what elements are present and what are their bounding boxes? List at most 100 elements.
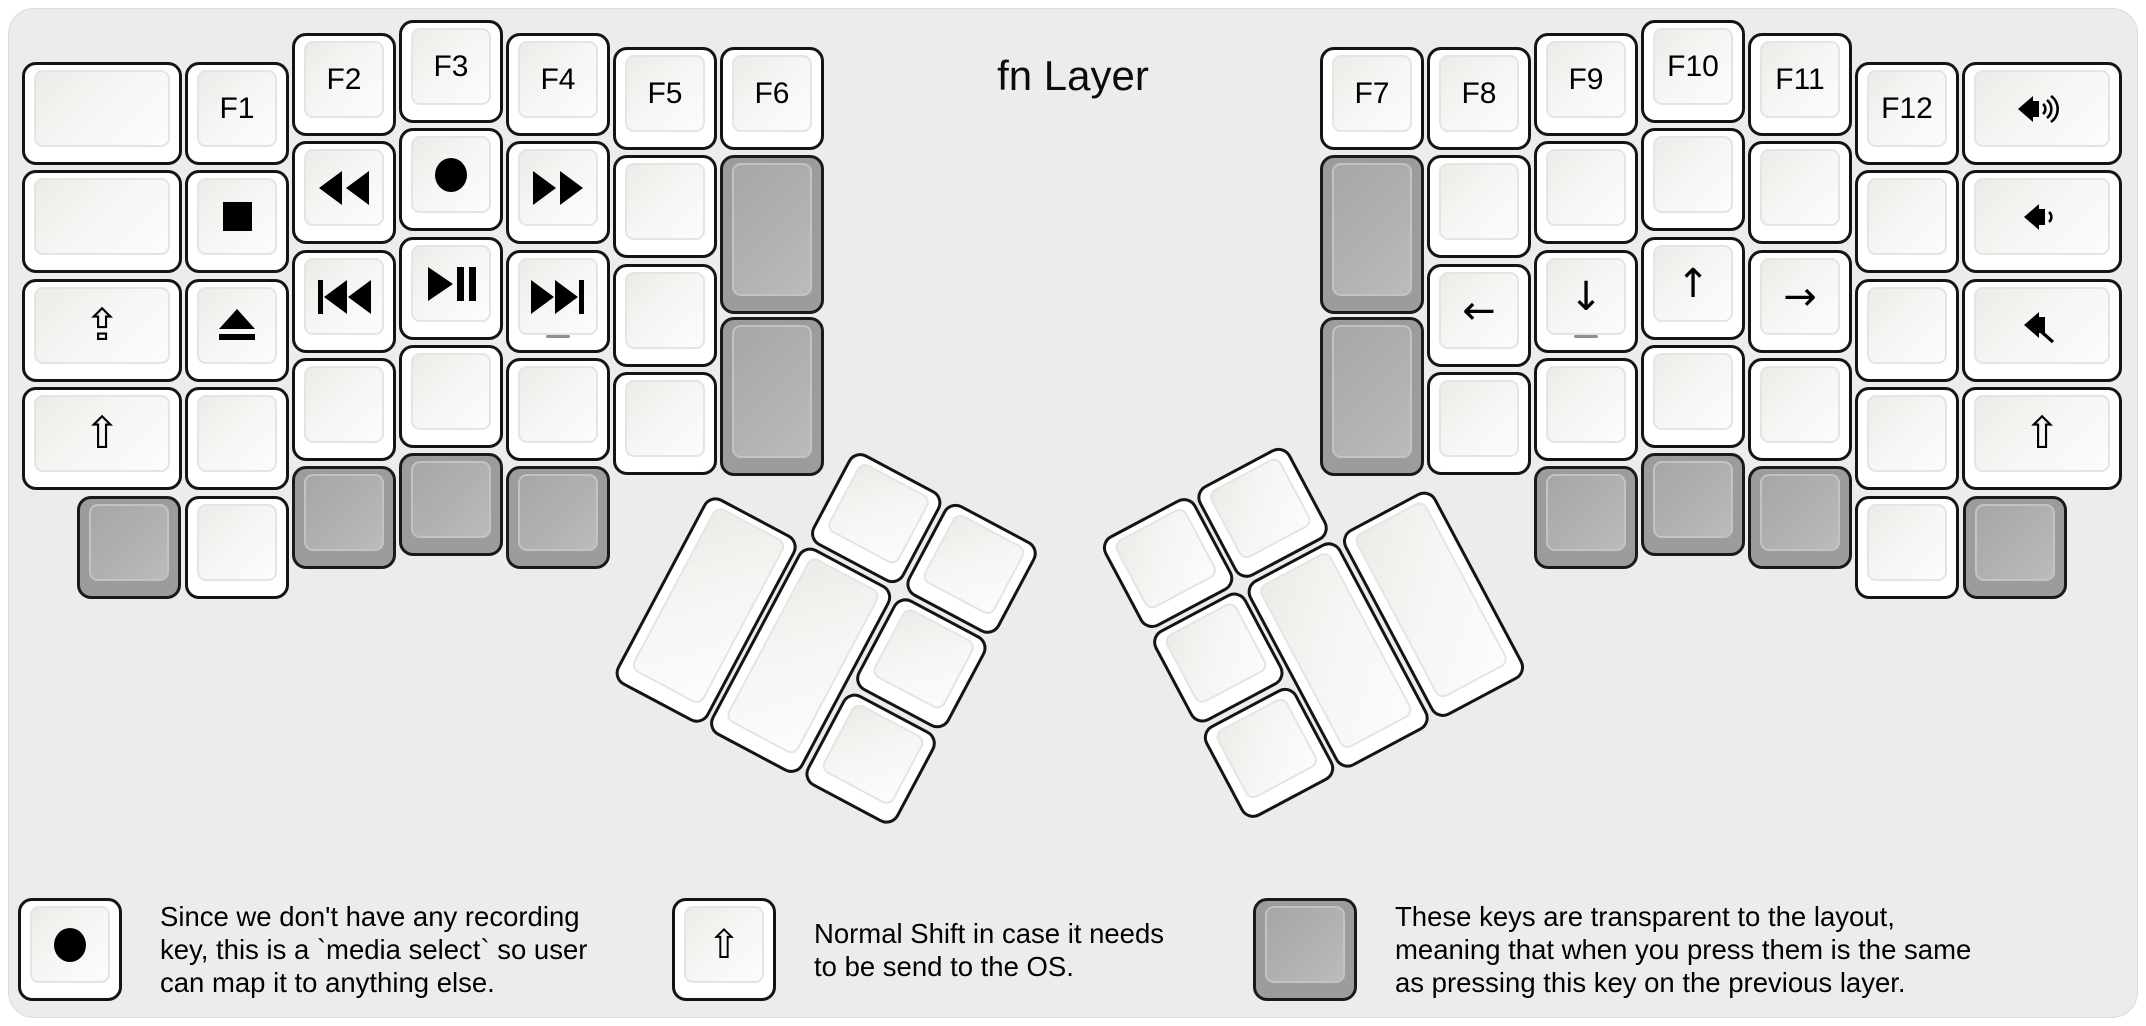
- key-f1[interactable]: F1: [185, 62, 289, 165]
- legend-shift-key-label: ⇧: [707, 921, 741, 968]
- key-transparent-r11-bottom[interactable]: [1748, 466, 1852, 569]
- key-blank-r12-r3-top: [1867, 395, 1947, 472]
- key-transparent-l2-bottom[interactable]: [292, 466, 396, 569]
- key-f7[interactable]: F7: [1320, 47, 1424, 150]
- key-shift-left-top: ⇧: [34, 395, 170, 472]
- key-blank-r10-r1[interactable]: [1641, 128, 1745, 231]
- key-mute[interactable]: [1962, 279, 2122, 382]
- key-blank-l4-r3[interactable]: [506, 358, 610, 461]
- layer-title: fn Layer: [997, 52, 1149, 99]
- key-transparent-l4-bottom[interactable]: [506, 466, 610, 569]
- key-shift-right[interactable]: ⇧: [1962, 387, 2122, 490]
- key-f2[interactable]: F2: [292, 33, 396, 136]
- key-blank-r12-r2-top: [1867, 287, 1947, 364]
- key-blank-l1-r3[interactable]: [185, 387, 289, 490]
- key-transparent-right-bottom[interactable]: [1963, 496, 2067, 599]
- key-f12[interactable]: F12: [1855, 62, 1959, 165]
- key-transparent-l6-tall-1[interactable]: [720, 155, 824, 314]
- key-blank-l1-bottom-top: [197, 504, 277, 581]
- key-volume-up-top: [1974, 70, 2110, 147]
- key-transparent-r10-bottom-top: [1653, 461, 1733, 538]
- key-f6[interactable]: F6: [720, 47, 824, 150]
- key-blank-r12-r3[interactable]: [1855, 387, 1959, 490]
- rewind-icon: [317, 170, 371, 206]
- key-caps-lock[interactable]: ⇪: [22, 279, 182, 382]
- key-f8-label: F8: [1461, 76, 1497, 110]
- key-f3-top: F3: [411, 28, 491, 105]
- key-shift-left-label: ⇧: [83, 407, 121, 459]
- key-arrow-left[interactable]: ←: [1427, 264, 1531, 367]
- volume-up-icon: [2016, 88, 2068, 130]
- key-f9[interactable]: F9: [1534, 33, 1638, 136]
- key-f8[interactable]: F8: [1427, 47, 1531, 150]
- key-f12-label: F12: [1881, 91, 1933, 125]
- key-blank-r8-r3[interactable]: [1427, 372, 1531, 475]
- key-blank-l2-r3[interactable]: [292, 358, 396, 461]
- key-blank-r12-bottom[interactable]: [1855, 496, 1959, 599]
- key-blank-l2-r3-top: [304, 366, 384, 443]
- key-blank-left-outer-1[interactable]: [22, 62, 182, 165]
- key-blank-l3-r3[interactable]: [399, 345, 503, 448]
- key-transparent-r10-bottom[interactable]: [1641, 453, 1745, 556]
- legend-shift-key: ⇧: [672, 898, 776, 1001]
- key-f4[interactable]: F4: [506, 33, 610, 136]
- key-f5[interactable]: F5: [613, 47, 717, 150]
- key-blank-l5-r1[interactable]: [613, 155, 717, 258]
- key-arrow-up[interactable]: ↑: [1641, 237, 1745, 340]
- key-transparent-l6-tall-2[interactable]: [720, 317, 824, 476]
- homing-bar: [1574, 335, 1598, 338]
- key-eject[interactable]: [185, 279, 289, 382]
- key-blank-r8-r1[interactable]: [1427, 155, 1531, 258]
- key-f3[interactable]: F3: [399, 20, 503, 123]
- key-record[interactable]: [399, 128, 503, 231]
- key-transparent-l2-bottom-top: [304, 474, 384, 551]
- key-blank-left-outer-1-top: [34, 70, 170, 147]
- key-transparent-l3-bottom[interactable]: [399, 453, 503, 556]
- key-blank-r12-r2[interactable]: [1855, 279, 1959, 382]
- key-arrow-down-top: ↓: [1546, 258, 1626, 335]
- key-f10[interactable]: F10: [1641, 20, 1745, 123]
- key-thumb-left-6-top: [819, 701, 927, 808]
- key-transparent-r9-bottom[interactable]: [1534, 466, 1638, 569]
- key-blank-r12-r1[interactable]: [1855, 170, 1959, 273]
- key-fast-forward[interactable]: [506, 141, 610, 244]
- key-prev-track[interactable]: [292, 250, 396, 353]
- key-arrow-up-top: ↑: [1653, 245, 1733, 322]
- key-transparent-r7-tall-1[interactable]: [1320, 155, 1424, 314]
- key-arrow-right[interactable]: →: [1748, 250, 1852, 353]
- key-blank-l5-r2[interactable]: [613, 264, 717, 367]
- legend-record-key-top: [30, 906, 110, 983]
- key-f11[interactable]: F11: [1748, 33, 1852, 136]
- key-blank-r11-r3-top: [1760, 366, 1840, 443]
- key-f9-label: F9: [1568, 62, 1604, 96]
- key-volume-up[interactable]: [1962, 62, 2122, 165]
- key-f2-label: F2: [326, 62, 362, 96]
- key-transparent-left-bottom[interactable]: [77, 496, 181, 599]
- key-next-track[interactable]: [506, 250, 610, 353]
- key-f12-top: F12: [1867, 70, 1947, 147]
- key-blank-left-outer-2[interactable]: [22, 170, 182, 273]
- key-blank-r11-r3[interactable]: [1748, 358, 1852, 461]
- key-volume-down[interactable]: [1962, 170, 2122, 273]
- key-stop[interactable]: [185, 170, 289, 273]
- key-rewind[interactable]: [292, 141, 396, 244]
- key-arrow-down[interactable]: ↓: [1534, 250, 1638, 353]
- key-prev-track-top: [304, 258, 384, 335]
- key-shift-left[interactable]: ⇧: [22, 387, 182, 490]
- key-blank-l1-bottom[interactable]: [185, 496, 289, 599]
- key-blank-r10-r3[interactable]: [1641, 345, 1745, 448]
- key-blank-l5-r3[interactable]: [613, 372, 717, 475]
- key-blank-l5-r2-top: [625, 272, 705, 349]
- key-blank-r9-r3[interactable]: [1534, 358, 1638, 461]
- key-play-pause[interactable]: [399, 237, 503, 340]
- play-pause-icon: [426, 265, 476, 303]
- key-blank-r11-r1[interactable]: [1748, 141, 1852, 244]
- key-blank-l4-r3-top: [518, 366, 598, 443]
- key-blank-r9-r1[interactable]: [1534, 141, 1638, 244]
- key-blank-r10-r3-top: [1653, 353, 1733, 430]
- key-transparent-r7-tall-2[interactable]: [1320, 317, 1424, 476]
- stop-icon: [222, 201, 253, 232]
- key-caps-lock-top: ⇪: [34, 287, 170, 364]
